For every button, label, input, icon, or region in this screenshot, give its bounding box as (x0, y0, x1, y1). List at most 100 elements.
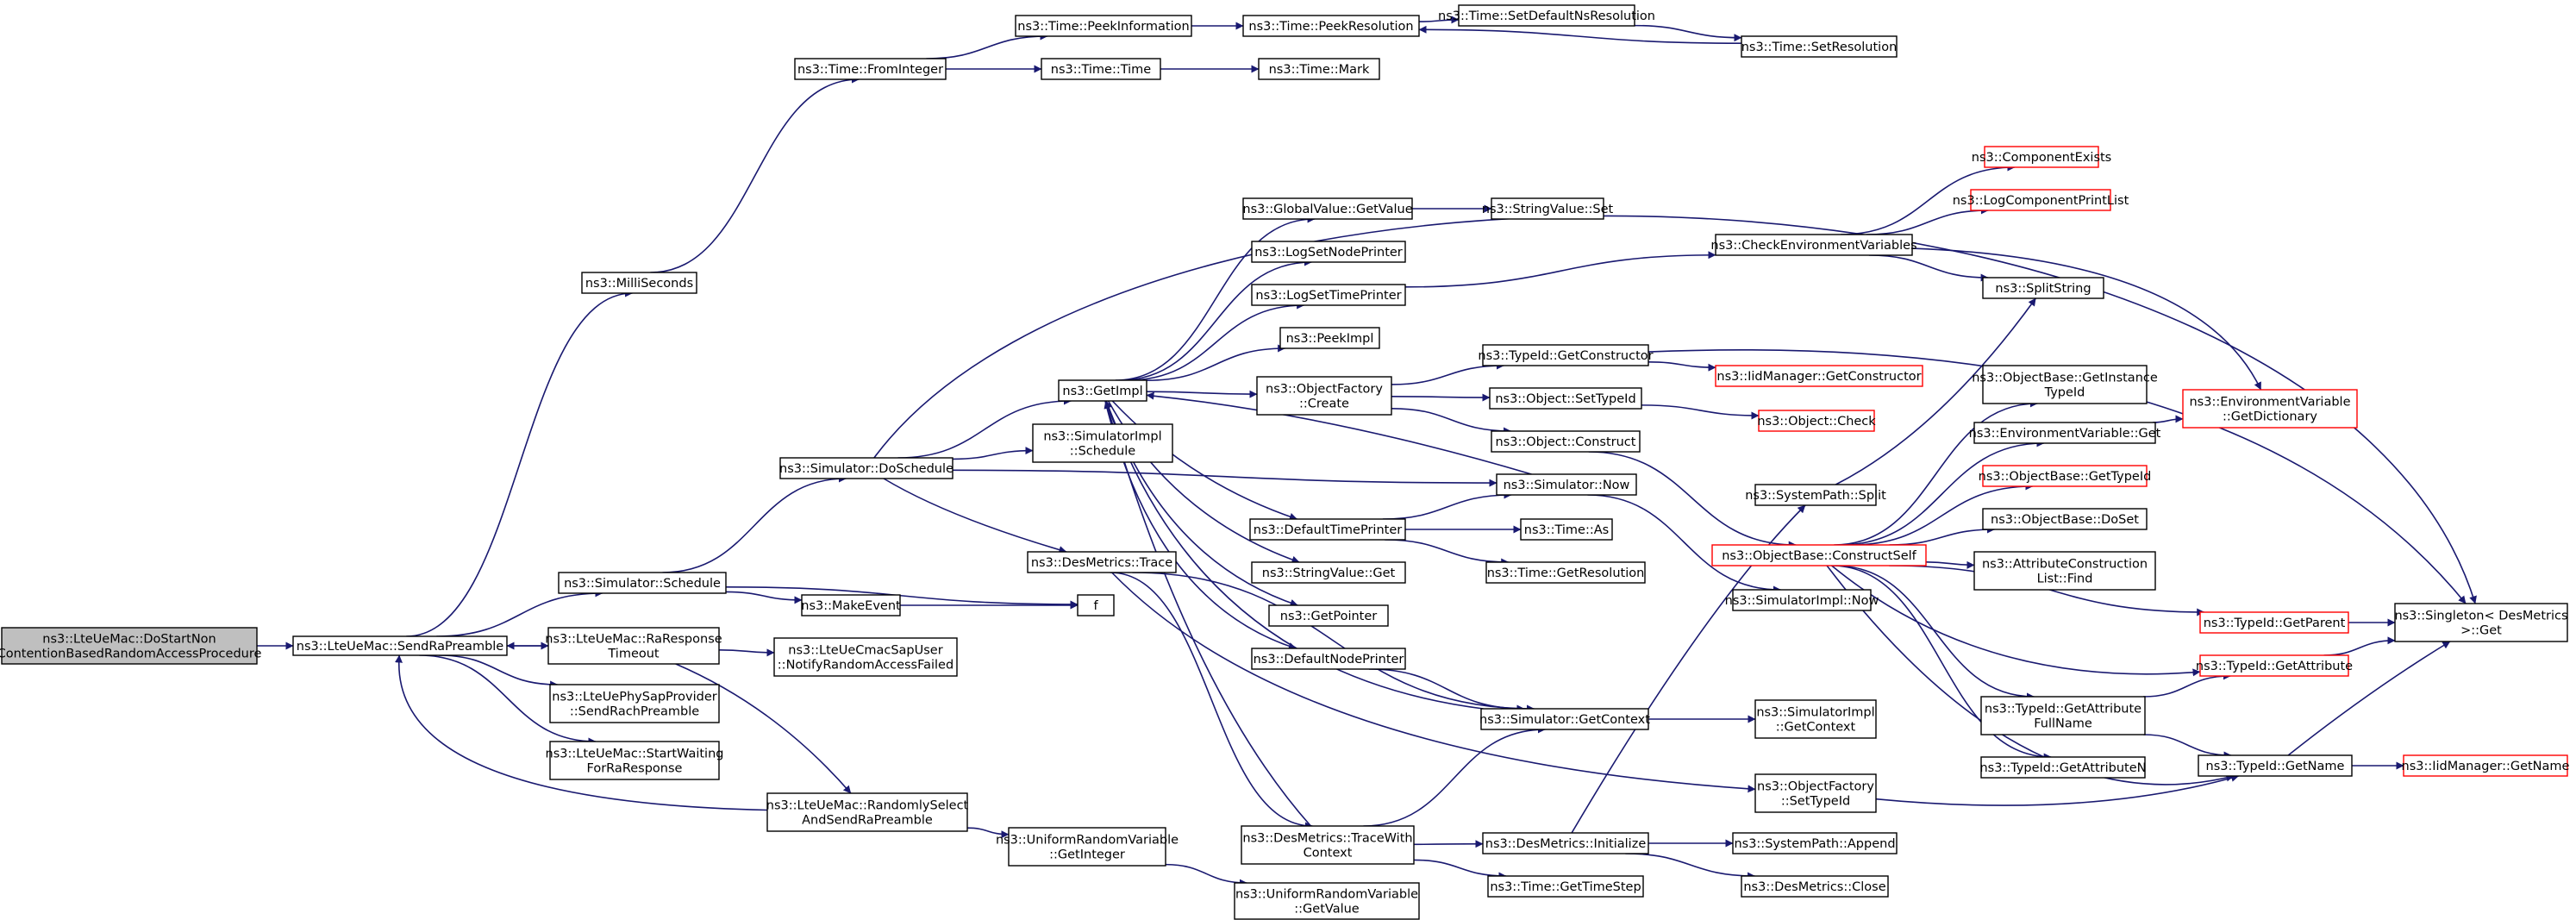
graph-node[interactable]: ns3::Time::GetResolution (1485, 561, 1646, 584)
graph-node[interactable]: ns3::UniformRandomVariable::GetInteger (996, 827, 1179, 867)
graph-node[interactable]: ns3::SystemPath::Split (1745, 484, 1886, 506)
graph-node[interactable]: ns3::Time::As (1520, 518, 1613, 541)
graph-node[interactable]: ns3::Object::Construct (1491, 430, 1641, 453)
node-label: ns3::EnvironmentVariable (2189, 396, 2350, 410)
edge-n3-to-n4 (926, 32, 1048, 59)
graph-node[interactable]: ns3::LteUeMac::SendRaPreamble (292, 635, 508, 656)
edge-n12-to-n22 (1146, 390, 1258, 398)
graph-node[interactable]: ns3::SplitString (1982, 277, 2104, 299)
graph-node[interactable]: ns3::Simulator::DoSchedule (779, 457, 953, 479)
node-label: ns3::PeekImpl (1286, 332, 1374, 346)
graph-node[interactable]: ns3::DesMetrics::Initialize (1482, 832, 1649, 854)
graph-node[interactable]: ns3::LogComponentPrintList (1953, 189, 2129, 211)
graph-node[interactable]: ns3::CheckEnvironmentVariables (1710, 234, 1917, 256)
graph-node[interactable]: ns3::MakeEvent (801, 594, 901, 616)
graph-node[interactable]: ns3::TypeId::GetParent (2199, 611, 2349, 634)
graph-node[interactable]: ns3::Time::SetDefaultNsResolution (1438, 4, 1655, 27)
graph-node[interactable]: ns3::LteUeMac::RandomlySelectAndSendRaPr… (766, 792, 969, 832)
graph-node[interactable]: ns3::TypeId::GetAttributeN (1979, 756, 2147, 779)
graph-node[interactable]: ns3::Simulator::GetContext (1479, 708, 1650, 730)
edge-n46-to-n58 (1875, 773, 2240, 806)
graph-node[interactable]: ns3::SimulatorImpl::Schedule (1032, 423, 1173, 463)
edge-n1-to-n66 (419, 654, 597, 746)
graph-node[interactable]: ns3::Singleton< DesMetrics >::Get (2394, 603, 2568, 642)
graph-node[interactable]: ns3::TypeId::GetName (2198, 754, 2353, 777)
graph-node[interactable]: ns3::Simulator::Now (1496, 473, 1637, 496)
graph-node[interactable]: ns3::Time::Mark (1258, 58, 1380, 80)
node-box (1249, 518, 1406, 541)
graph-node[interactable]: ns3::LteUeMac::DoStartNonContentionBased… (0, 627, 261, 665)
graph-node[interactable]: ns3::EnvironmentVariable::Get (1969, 422, 2161, 444)
graph-node[interactable]: ns3::TypeId::GetAttribute (2196, 654, 2353, 677)
graph-node[interactable]: ns3::ObjectFactory::Create (1256, 376, 1392, 416)
graph-node[interactable]: ns3::IidManager::GetName (2402, 754, 2570, 777)
edge-n39-to-n40 (1110, 572, 1313, 830)
graph-node[interactable]: ns3::EnvironmentVariable::GetDictionary (2182, 389, 2358, 429)
node-label: ns3::SimulatorImpl::Now (1725, 594, 1879, 608)
edge-n16-to-n17 (1404, 251, 1716, 288)
graph-node[interactable]: ns3::PeekImpl (1279, 327, 1380, 349)
graph-node[interactable]: ns3::Time::FromInteger (794, 58, 947, 80)
graph-node[interactable]: ns3::Object::Check (1757, 410, 1876, 432)
graph-node[interactable]: ns3::TypeId::GetConstructor (1478, 344, 1654, 366)
graph-node[interactable]: ns3::StringValue::Get (1251, 561, 1406, 584)
graph-node[interactable]: ns3::GlobalValue::GetValue (1242, 197, 1413, 220)
node-label: ns3::Simulator::Schedule (564, 577, 721, 591)
node-label: ns3::LteUeMac::RandomlySelect (766, 799, 969, 813)
graph-node[interactable]: ns3::UniformRandomVariable::GetValue (1234, 882, 1420, 920)
edge-n11-to-n29 (952, 469, 1497, 487)
graph-node[interactable]: ns3::LogSetTimePrinter (1251, 284, 1406, 306)
graph-node[interactable]: ns3::LogSetNodePrinter (1251, 241, 1406, 263)
node-label: ForRaResponse (587, 762, 683, 776)
graph-node[interactable]: ns3::Time::SetResolution (1741, 35, 1898, 58)
graph-node[interactable]: ns3::DesMetrics::Close (1741, 875, 1889, 898)
graph-node[interactable]: ns3::SystemPath::Append (1732, 832, 1898, 854)
graph-node[interactable]: ns3::SimulatorImpl::Now (1725, 589, 1879, 611)
graph-node[interactable]: ns3::SimulatorImpl::GetContext (1754, 699, 1877, 739)
graph-node[interactable]: ns3::LteUePhySapProvider::SendRachPreamb… (549, 684, 720, 723)
graph-node[interactable]: ns3::Time::GetTimeStep (1487, 875, 1644, 898)
node-label: ns3::SystemPath::Split (1745, 489, 1886, 503)
edge-n12-to-n13 (1115, 215, 1316, 381)
node-label: f (1093, 599, 1098, 613)
graph-node[interactable]: ns3::Time::PeekResolution (1242, 15, 1420, 37)
edge-n37-to-n12 (1104, 400, 1484, 710)
graph-node[interactable]: ns3::Time::PeekInformation (1015, 15, 1192, 37)
graph-node[interactable]: ns3::GetPointer (1268, 604, 1389, 627)
graph-node[interactable]: ns3::GetImpl (1058, 379, 1147, 402)
node-label: ns3::LteUeMac::StartWaiting (546, 748, 724, 761)
node-box (1732, 832, 1898, 854)
node-label: ::GetValue (1294, 903, 1360, 917)
edge-n67-to-n1 (395, 654, 768, 811)
edge-n40-to-n12 (1104, 400, 1312, 827)
graph-node[interactable]: ns3::ComponentExists (1972, 146, 2112, 168)
edge-n22-to-n27 (1391, 407, 1512, 435)
node-label: ns3::IidManager::GetName (2402, 760, 2570, 773)
edge-n17-to-n20 (1868, 254, 1989, 282)
graph-node[interactable]: ns3::DefaultNodePrinter (1251, 648, 1406, 670)
graph-node[interactable]: ns3::MilliSeconds (581, 272, 697, 294)
graph-node[interactable]: ns3::ObjectBase::ConstructSelf (1711, 544, 1927, 566)
graph-node[interactable]: ns3::DefaultTimePrinter (1249, 518, 1406, 541)
graph-node[interactable]: ns3::ObjectBase::DoSet (1982, 508, 2148, 530)
node-box (1058, 379, 1147, 402)
node-label: TypeId (2044, 386, 2085, 400)
graph-node[interactable]: ns3::ObjectBase::GetTypeId (1979, 465, 2152, 487)
graph-node[interactable]: ns3::DesMetrics::Trace (1027, 551, 1177, 573)
graph-node[interactable]: ns3::Simulator::Schedule (558, 572, 727, 594)
graph-node[interactable]: f (1077, 594, 1115, 616)
graph-node[interactable]: ns3::IidManager::GetConstructor (1715, 365, 1923, 387)
graph-node[interactable]: ns3::ObjectFactory::SetTypeId (1754, 773, 1877, 813)
graph-node[interactable]: ns3::Object::SetTypeId (1489, 387, 1642, 410)
graph-node[interactable]: ns3::StringValue::Set (1482, 197, 1614, 220)
graph-node[interactable]: ns3::LteUeCmacSapUser::NotifyRandomAcces… (773, 637, 958, 677)
node-label: ns3::Time::Time (1051, 63, 1152, 77)
graph-node[interactable]: ns3::Time::Time (1041, 58, 1161, 80)
node-box (1242, 15, 1420, 37)
